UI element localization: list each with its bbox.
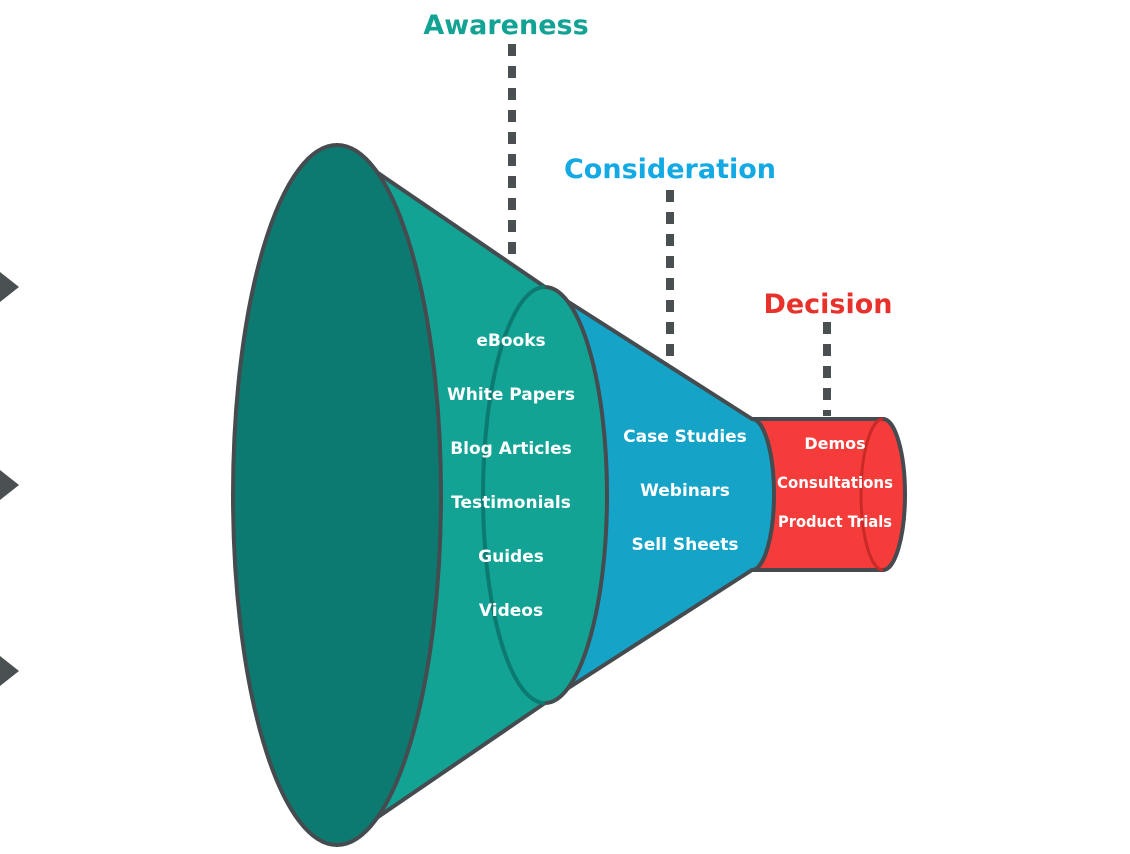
consideration-items: Case Studies Webinars Sell Sheets bbox=[623, 427, 747, 555]
awareness-item: Testimonials bbox=[451, 493, 571, 513]
decision-segment bbox=[750, 417, 907, 572]
awareness-items: eBooks White Papers Blog Articles Testim… bbox=[447, 331, 575, 621]
consideration-item: Webinars bbox=[640, 481, 730, 501]
funnel-mouth bbox=[231, 143, 443, 847]
decision-title: Decision bbox=[763, 289, 892, 320]
awareness-item: eBooks bbox=[476, 331, 545, 351]
consideration-segment bbox=[543, 285, 776, 705]
consideration-item: Sell Sheets bbox=[632, 535, 739, 555]
consideration-body bbox=[543, 285, 776, 705]
decision-item: Consultations bbox=[777, 473, 893, 492]
decision-body bbox=[750, 417, 907, 572]
awareness-item: Guides bbox=[478, 547, 544, 567]
consideration-title: Consideration bbox=[564, 154, 776, 185]
consideration-item: Case Studies bbox=[623, 427, 747, 447]
awareness-title: Awareness bbox=[423, 10, 588, 41]
decision-inner-edge bbox=[859, 417, 884, 572]
left-arrow-marker-1 bbox=[0, 272, 19, 302]
left-arrow-marker-2 bbox=[0, 470, 19, 500]
decision-items: Demos Consultations Product Trials bbox=[777, 434, 893, 531]
decision-item: Product Trials bbox=[778, 512, 892, 531]
awareness-inner-edge bbox=[481, 285, 546, 705]
awareness-item: Blog Articles bbox=[450, 439, 572, 459]
awareness-item: Videos bbox=[479, 601, 543, 621]
left-arrow-marker-3 bbox=[0, 656, 19, 686]
awareness-item: White Papers bbox=[447, 385, 575, 405]
decision-item: Demos bbox=[804, 434, 865, 453]
